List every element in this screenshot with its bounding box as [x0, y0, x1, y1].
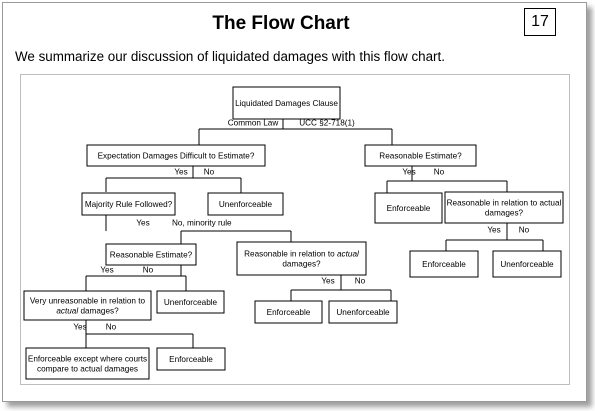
flowchart-node-texts: Liquidated Damages Clause Expectation Da…: [28, 99, 562, 374]
node-unenforceable-2: Unenforceable: [164, 298, 218, 307]
node-box-enforceable-r2: [409, 250, 479, 278]
label-yes-reasonable-right: Yes: [402, 168, 415, 177]
label-no-expectation: No: [204, 168, 215, 177]
node-box-reasonable-actual-mid: [236, 241, 367, 276]
node-enforceable-right: Enforceable: [387, 204, 431, 213]
flowchart-boxes: [23, 86, 564, 380]
label-no-very: No: [106, 323, 117, 332]
label-yes-actual-mid: Yes: [321, 277, 334, 286]
node-box-unenforceable-1: [207, 192, 284, 216]
node-box-reasonable-actual-right: [444, 191, 564, 224]
flowchart: Liquidated Damages Clause Expectation Da…: [23, 86, 564, 380]
label-yes-expectation: Yes: [174, 168, 187, 177]
slide-title: The Flow Chart: [212, 13, 350, 34]
node-box-reasonable-top-right: [364, 144, 477, 167]
node-box-unenforceable-2: [156, 290, 225, 314]
label-no-majority: No, minority rule: [172, 219, 232, 228]
node-root: Liquidated Damages Clause: [235, 99, 338, 108]
page-number-badge: 17: [524, 8, 556, 36]
label-yes-very: Yes: [73, 323, 86, 332]
node-box-majority: [81, 192, 176, 216]
node-reasonable-estimate-mid: Reasonable Estimate?: [110, 251, 193, 260]
slide: The Flow Chart 17 We summarize our discu…: [2, 2, 587, 402]
node-box-unenforceable-mid: [328, 300, 398, 324]
node-enforceable-bottom: Enforceable: [169, 355, 213, 364]
label-ucc: UCC §2-718(1): [299, 119, 355, 128]
node-box-enforceable-bottom: [156, 347, 226, 371]
node-box-very-unreasonable: [23, 290, 152, 321]
label-yes-majority: Yes: [136, 219, 149, 228]
label-no-reasonable-right: No: [434, 168, 445, 177]
node-enforceable-mid: Enforceable: [267, 308, 311, 317]
node-box-enforceable-except: [25, 347, 150, 380]
node-unenforceable-r2: Unenforceable: [500, 260, 554, 269]
node-box-expectation: [86, 144, 266, 167]
label-no-actual-right: No: [519, 226, 530, 235]
node-box-enforceable-mid: [254, 300, 323, 324]
label-common-law: Common Law: [228, 119, 279, 128]
label-yes-estimate-mid: Yes: [100, 266, 113, 275]
node-expectation: Expectation Damages Difficult to Estimat…: [98, 152, 255, 161]
node-box-enforceable-right: [374, 192, 443, 224]
node-unenforceable-1: Unenforceable: [219, 200, 273, 209]
label-yes-actual-right: Yes: [487, 226, 500, 235]
node-unenforceable-mid: Unenforceable: [336, 308, 390, 317]
label-no-actual-mid: No: [355, 277, 366, 286]
node-reasonable-top-right: Reasonable Estimate?: [379, 152, 462, 161]
node-enforceable-r2: Enforceable: [422, 260, 466, 269]
node-box-reasonable-estimate-mid: [105, 243, 197, 266]
flowchart-frame: Liquidated Damages Clause Expectation Da…: [20, 74, 570, 385]
node-majority: Majority Rule Followed?: [85, 200, 173, 209]
node-box-unenforceable-r2: [492, 250, 562, 278]
flowchart-edge-labels: Common Law UCC §2-718(1) Yes No Yes No Y…: [73, 119, 529, 332]
node-box-root: [232, 86, 341, 120]
intro-text: We summarize our discussion of liquidate…: [15, 49, 445, 64]
label-no-estimate-mid: No: [143, 266, 154, 275]
flowchart-connectors: [85, 119, 544, 348]
